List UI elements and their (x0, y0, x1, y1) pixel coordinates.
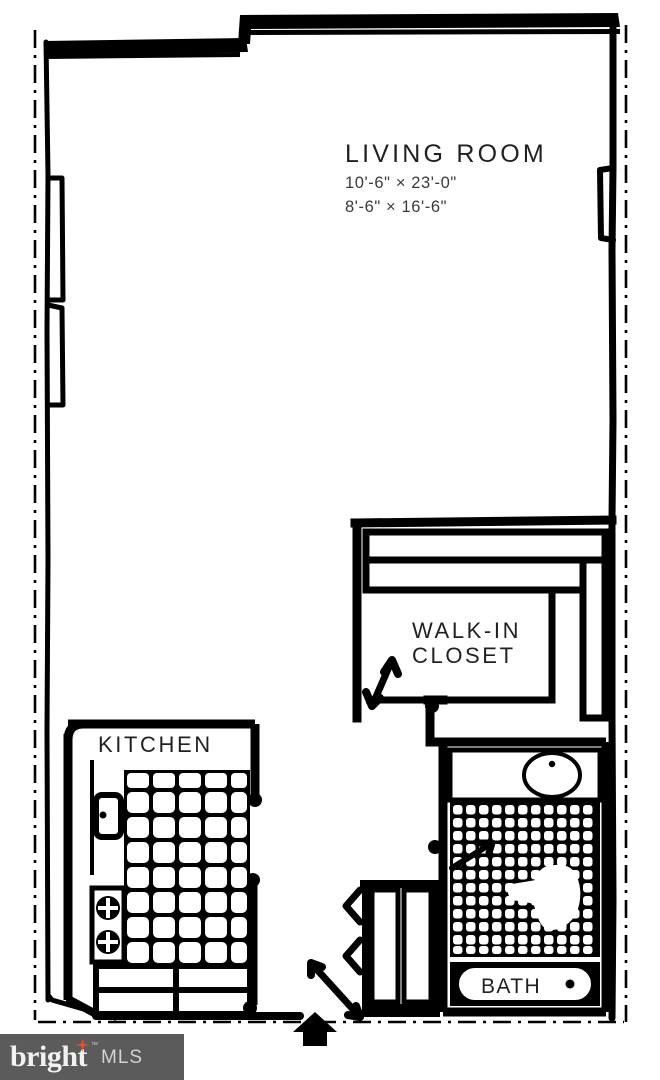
kitchen-door-jamb-upper (248, 793, 262, 807)
kitchen-burner (96, 896, 120, 920)
exterior-walls (44, 13, 620, 59)
closet-shelf-mid (362, 556, 587, 594)
living-room-dimension-secondary: 8'-6" × 16'-6" (345, 198, 447, 216)
hall-closet-bifold-chevrons (342, 886, 364, 976)
bath-sink-drain (548, 760, 556, 768)
wall-top-step (238, 15, 252, 44)
kitchen-range (89, 885, 127, 965)
hall-closet-group (342, 880, 441, 1017)
watermark-trademark: ™ (91, 1041, 99, 1049)
wall-top-upper (240, 13, 620, 29)
watermark-brand-text: bright (10, 1040, 88, 1073)
kitchen-sink (93, 792, 124, 840)
living-room-label: LIVING ROOM (345, 140, 547, 168)
closet-shelf-top (362, 528, 609, 564)
bath-oval-sink (522, 751, 582, 799)
wall-right-window-recess (597, 165, 616, 243)
wall-top-left-inner-line (46, 52, 240, 59)
kitchen-wall-bottom (66, 996, 100, 1018)
closet-shelf-lower (366, 586, 556, 704)
walk-in-closet-group: WALK-IN CLOSET (350, 515, 617, 723)
bright-mls-watermark: bright ™ MLS (0, 1034, 184, 1080)
closet-door-swing-arrow (362, 656, 402, 710)
kitchen-door-jamb-bottom (243, 1001, 257, 1015)
watermark-suffix: MLS (101, 1046, 144, 1068)
living-room-label-group: LIVING ROOM 10'-6" × 23'-0" 8'-6" × 16'-… (345, 140, 547, 216)
closet-wall-outer (350, 515, 617, 528)
bath-label: BATH (481, 975, 541, 998)
kitchen-sink-drain (99, 811, 107, 819)
kitchen-tiled-floor (124, 770, 250, 966)
hall-closet-head-rail (360, 880, 440, 888)
entry-door-swing-arrow (307, 959, 364, 1021)
bath-vanity (447, 747, 603, 803)
toilet-tank (508, 880, 536, 904)
property-line-group (33, 25, 628, 1024)
hall-closet-panel-right (401, 887, 434, 1005)
closet-shelf-right-column (579, 560, 609, 722)
wall-top-lower (44, 38, 248, 55)
bathtub-group: BATH (450, 962, 600, 1006)
bath-door-hinge (428, 840, 442, 854)
walk-in-closet-label-line-2: CLOSET (412, 643, 516, 668)
bath-door-swing-arrow (449, 839, 496, 871)
wall-left-window-recess (45, 175, 66, 303)
wall-right-lower (608, 516, 617, 1022)
wall-left-group (43, 39, 118, 1021)
kitchen-group: KITCHEN (63, 719, 304, 1020)
kitchen-label: KITCHEN (98, 732, 213, 757)
wall-left-exterior (43, 39, 51, 1003)
kitchen-burner (96, 930, 120, 954)
walk-in-closet-label-line-1: WALK-IN (412, 618, 521, 643)
bathroom-group: BATH (438, 737, 611, 1017)
bathtub-basin (455, 964, 595, 1004)
hall-closet-sill (360, 1010, 440, 1017)
hall-door-hinge (425, 699, 439, 713)
kitchen-corner-round (63, 719, 85, 741)
wall-right-exterior (608, 23, 617, 524)
bathtub-drain (565, 979, 575, 989)
living-room-dimension-primary: 10'-6" × 23'-0" (345, 174, 457, 192)
hall-closet-panel-left (369, 887, 401, 1005)
wall-right-group (597, 23, 617, 1022)
entry-direction-arrow (293, 1012, 337, 1046)
wall-top-inner-line (250, 29, 620, 35)
kitchen-counters (93, 963, 253, 1017)
watermark-brand: bright (10, 1039, 90, 1073)
wall-left-alcove-lower (45, 302, 66, 408)
